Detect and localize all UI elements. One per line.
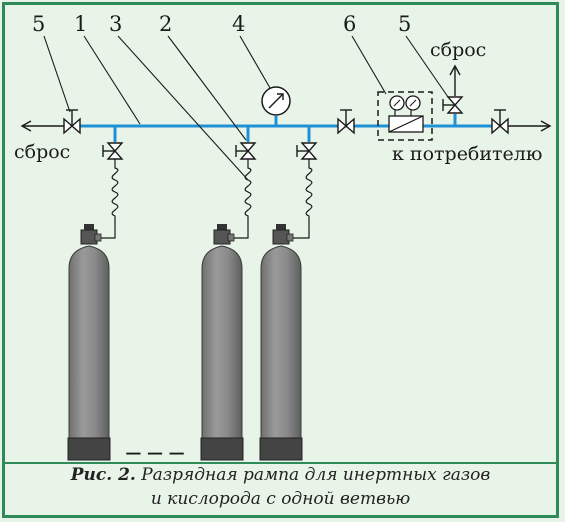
consumer-arrow (508, 120, 552, 132)
pressure-regulator (377, 91, 433, 141)
callout-3: 3 (109, 12, 122, 36)
hose-2 (233, 159, 252, 239)
pressure-gauge (261, 86, 291, 116)
caption-line-1-text: Разрядная рампа для инертных газов (135, 465, 491, 485)
vent-right-label: сброс (430, 39, 486, 61)
callout-leaders (43, 35, 449, 181)
callout-5-right: 5 (398, 12, 411, 36)
gas-cylinder-3 (259, 224, 303, 461)
vent-left-arrow (20, 120, 64, 132)
gas-cylinder-1 (67, 224, 111, 461)
vent-left-label: сброс (14, 141, 70, 163)
valve-branch-3 (296, 142, 318, 160)
manifold-pipe (80, 114, 492, 142)
hose-1 (100, 159, 119, 239)
valve-right-vent (442, 96, 464, 114)
gap-dashes: — — — (125, 443, 184, 462)
callout-4: 4 (232, 12, 245, 36)
callout-6: 6 (343, 12, 356, 36)
caption-line-1: Рис. 2. Разрядная рампа для инертных газ… (5, 463, 556, 487)
callout-5-left: 5 (32, 12, 45, 36)
vent-up-arrow (449, 64, 461, 96)
callout-2: 2 (159, 12, 172, 36)
caption-lead: Рис. 2. (70, 465, 136, 485)
caption-line-2: и кислорода с одной ветвью (150, 489, 411, 509)
valve-main-middle (337, 109, 355, 135)
gas-cylinder-2 (200, 224, 244, 461)
consumer-label: к потребителю (392, 143, 542, 165)
valve-consumer (491, 109, 509, 135)
valve-left-vent (63, 109, 81, 135)
valve-branch-1 (102, 142, 124, 160)
figure-caption: Рис. 2. Разрядная рампа для инертных газ… (5, 463, 556, 518)
valve-branch-2 (235, 142, 257, 160)
callout-1: 1 (74, 12, 87, 36)
hose-3 (293, 159, 313, 239)
